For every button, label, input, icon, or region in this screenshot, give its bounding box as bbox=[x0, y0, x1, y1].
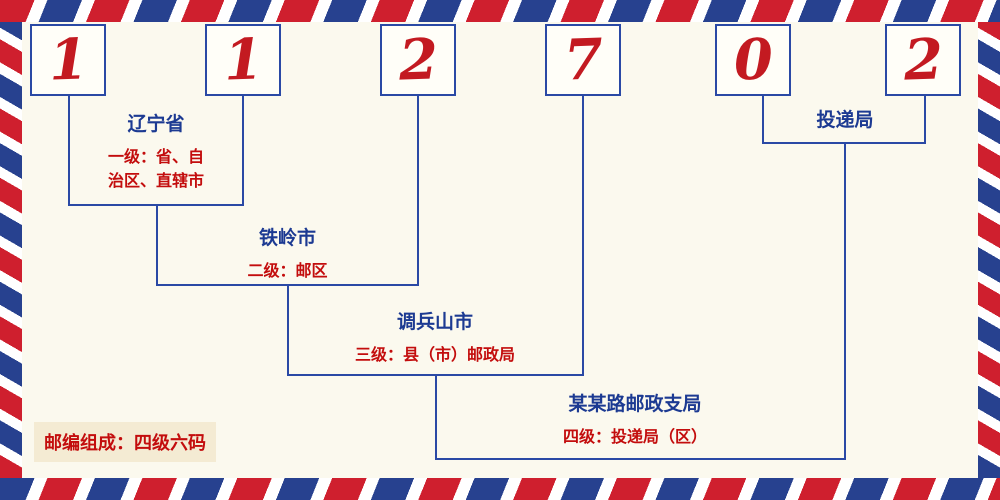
level1-label: 辽宁省 一级：省、自 治区、直辖市 bbox=[76, 112, 236, 193]
level3-desc: 三级：县（市）邮政局 bbox=[354, 344, 515, 364]
level2-label: 铁岭市 二级：邮区 bbox=[190, 226, 385, 283]
digit-box-6: 2 bbox=[885, 24, 961, 96]
airmail-border-right bbox=[978, 22, 1000, 478]
digit-box-5: 0 bbox=[715, 24, 791, 96]
connector-level3-right bbox=[582, 96, 584, 374]
airmail-border-bottom bbox=[0, 478, 1000, 500]
level1-desc-line1: 一级：省、自 bbox=[107, 146, 204, 166]
level3-label: 调兵山市 三级：县（市）邮政局 bbox=[300, 310, 570, 367]
connector-delivery-right bbox=[924, 96, 926, 142]
connector-level1-left bbox=[68, 96, 70, 204]
connector-delivery-left bbox=[762, 96, 764, 142]
level4-name: 某某路邮政支局 bbox=[568, 393, 702, 415]
airmail-border-top bbox=[0, 0, 1000, 22]
level4-desc: 四级：投递局（区） bbox=[562, 426, 707, 446]
connector-level2-right bbox=[417, 96, 419, 284]
level2-name: 铁岭市 bbox=[258, 227, 316, 249]
footer-note: 邮编组成：四级六码 bbox=[34, 422, 216, 462]
digit-4: 7 bbox=[562, 26, 604, 94]
digit-2: 1 bbox=[222, 26, 264, 94]
digit-box-4: 7 bbox=[545, 24, 621, 96]
digit-3: 2 bbox=[397, 26, 439, 94]
airmail-border-left bbox=[0, 22, 22, 478]
level3-name: 调兵山市 bbox=[396, 311, 473, 333]
level1-desc: 一级：省、自 治区、直辖市 bbox=[76, 145, 236, 193]
level1-name: 辽宁省 bbox=[127, 113, 185, 135]
digit-5: 0 bbox=[732, 26, 774, 94]
level2-desc: 二级：邮区 bbox=[247, 260, 328, 280]
connector-level3-left bbox=[287, 284, 289, 374]
delivery-office-label: 投递局 bbox=[775, 108, 915, 133]
digit-box-1: 1 bbox=[30, 24, 106, 96]
digit-1: 1 bbox=[47, 26, 89, 94]
digit-box-2: 1 bbox=[205, 24, 281, 96]
connector-level1-right bbox=[242, 96, 244, 204]
delivery-office-name: 投递局 bbox=[816, 109, 874, 131]
connector-level4-bottom bbox=[435, 458, 846, 460]
level1-desc-line2: 治区、直辖市 bbox=[107, 170, 204, 190]
connector-level2-left bbox=[156, 204, 158, 284]
connector-level4-right bbox=[844, 142, 846, 458]
digit-box-3: 2 bbox=[380, 24, 456, 96]
digit-6: 2 bbox=[902, 26, 944, 94]
connector-level4-left bbox=[435, 374, 437, 458]
level4-label: 某某路邮政支局 四级：投递局（区） bbox=[500, 392, 770, 449]
